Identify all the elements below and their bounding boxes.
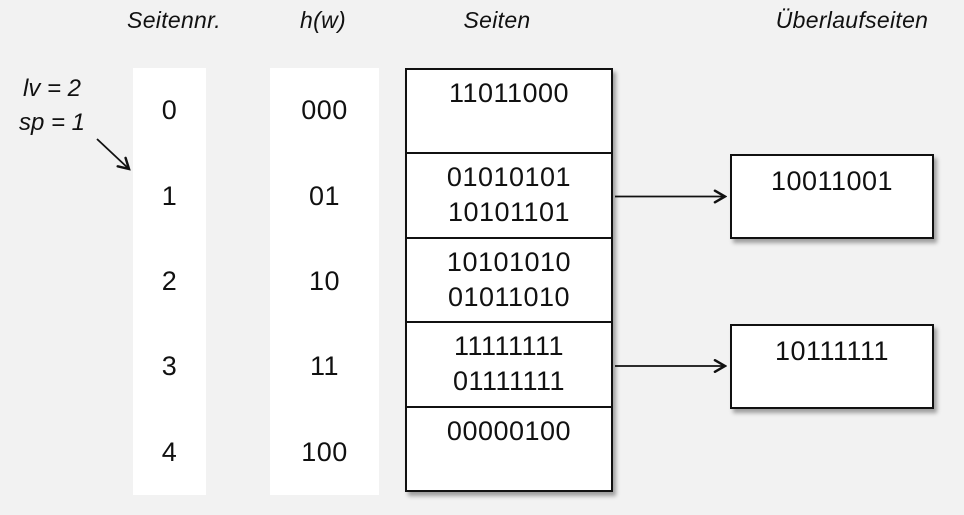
page-number-column: 0 1 2 3 4: [133, 68, 206, 495]
header-hash-function: h(w): [300, 7, 346, 33]
overflow-page-bucket3: 10111111: [730, 324, 934, 409]
state-annotation: lv = 2 sp = 1: [10, 72, 94, 140]
header-pages: Seiten: [463, 7, 531, 33]
bucket-entry: 01010101: [446, 162, 572, 193]
page-number-0: 0: [161, 95, 178, 126]
bucket-row-0: 11011000: [407, 70, 611, 155]
sp-value: sp = 1: [18, 109, 86, 136]
hash-value-3: 11: [309, 351, 340, 382]
bucket-table: 11011000 01010101 10101101 10101010 0101…: [405, 68, 613, 492]
bucket-row-1: 01010101 10101101: [407, 154, 611, 239]
overflow-entry: 10111111: [774, 336, 890, 366]
bucket-entry: 11011000: [448, 78, 570, 108]
overflow-page-bucket1: 10011001: [730, 154, 934, 239]
page-number-3: 3: [161, 351, 178, 382]
hash-value-2: 10: [308, 266, 341, 297]
bucket-entry: 10101010: [446, 246, 572, 277]
bucket-entry: 10101101: [447, 197, 571, 228]
bucket-entry: 01111111: [452, 366, 566, 397]
bucket-row-2: 10101010 01011010: [407, 239, 611, 324]
page-number-1: 1: [161, 180, 178, 211]
header-overflow-pages: Überlaufseiten: [775, 7, 929, 33]
hash-value-4: 100: [301, 436, 348, 467]
bucket-row-4: 00000100: [407, 408, 611, 490]
header-page-number: Seitennr.: [127, 7, 221, 33]
overflow-entry: 10011001: [770, 166, 894, 196]
bucket-row-3: 11111111 01111111: [407, 323, 611, 408]
bucket-entry: 00000100: [446, 415, 572, 446]
hash-value-0: 000: [301, 95, 348, 126]
sp-pointer-arrow-icon: [96, 138, 129, 169]
page-number-2: 2: [161, 266, 178, 297]
hash-value-1: 01: [308, 180, 341, 211]
lv-value: lv = 2: [22, 75, 82, 102]
page-number-4: 4: [161, 436, 178, 467]
hash-value-column: 000 01 10 11 100: [270, 68, 379, 495]
bucket-entry: 11111111: [453, 331, 565, 362]
bucket-entry: 01011010: [447, 281, 571, 312]
